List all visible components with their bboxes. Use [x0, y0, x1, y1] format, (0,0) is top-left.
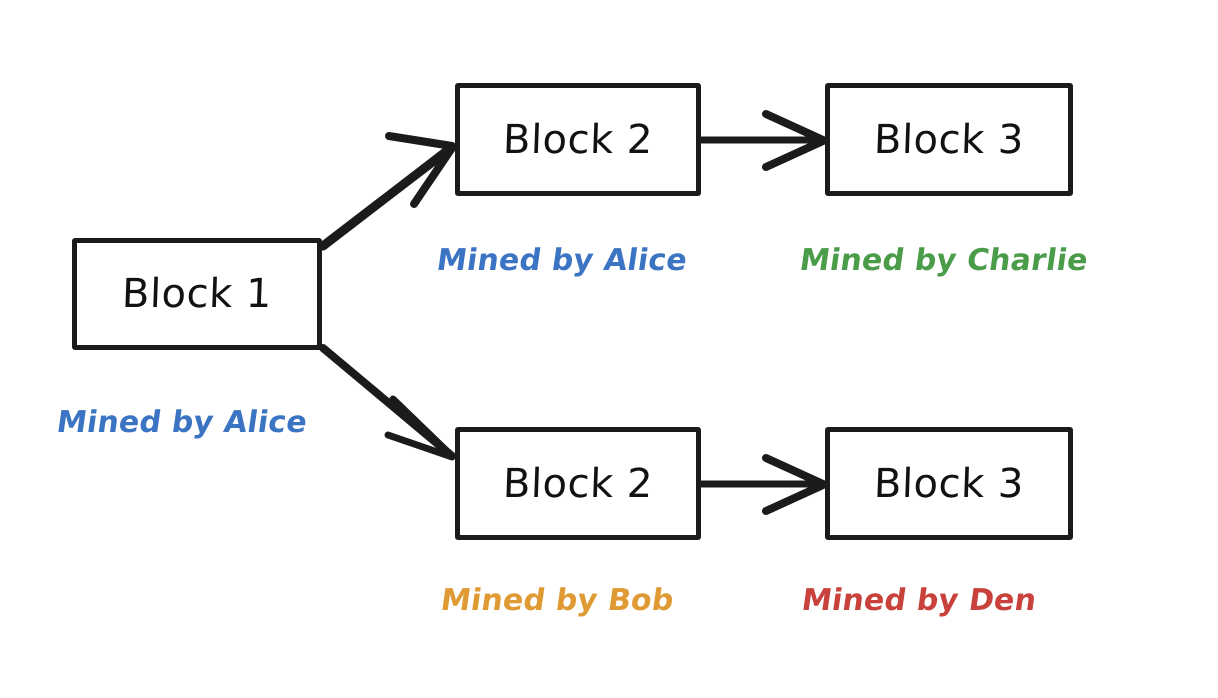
- miner-label-block-2-bottom: Mined by Bob: [438, 583, 677, 618]
- arrow-block1-to-block2-bottom: [319, 344, 456, 461]
- miner-label-block-3-bottom: Mined by Den: [799, 583, 1039, 618]
- block-node-block-3-bottom[interactable]: Block 3: [825, 427, 1073, 540]
- arrow-block2-to-block3-bottom: [698, 454, 827, 515]
- block-label: Block 2: [502, 460, 654, 507]
- block-node-block-2-top[interactable]: Block 2: [455, 83, 701, 196]
- block-label: Block 3: [873, 116, 1025, 163]
- arrow-block1-to-block2-top: [318, 132, 457, 251]
- block-label: Block 2: [502, 116, 654, 163]
- block-node-block-3-top[interactable]: Block 3: [825, 83, 1073, 196]
- miner-label-block-1: Mined by Alice: [54, 405, 310, 440]
- block-node-block-1[interactable]: Block 1: [72, 238, 322, 350]
- block-label: Block 3: [873, 460, 1025, 507]
- miner-label-block-3-top: Mined by Charlie: [797, 243, 1091, 278]
- arrow-block2-to-block3-top: [698, 110, 827, 171]
- miner-label-block-2-top: Mined by Alice: [434, 243, 690, 278]
- block-label: Block 1: [121, 271, 273, 317]
- block-node-block-2-bottom[interactable]: Block 2: [455, 427, 701, 540]
